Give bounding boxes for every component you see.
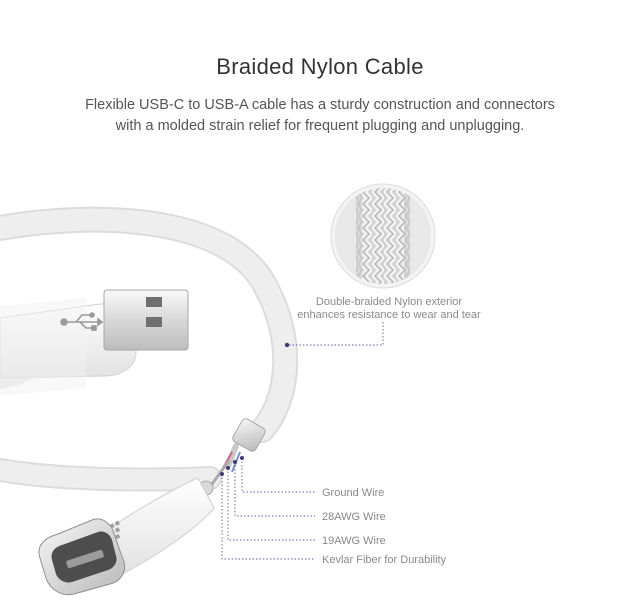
page-subtitle: Flexible USB-C to USB-A cable has a stur… <box>60 95 580 137</box>
leader-dots <box>220 342 290 476</box>
usb-trident-icon <box>60 312 104 331</box>
awg28-wire-label: 28AWG Wire <box>322 511 386 523</box>
subtitle-line-1: Flexible USB-C to USB-A cable has a stur… <box>85 97 555 113</box>
exterior-callout-line-2: enhances resistance to wear and tear <box>297 309 481 321</box>
cable-body <box>0 206 299 492</box>
exterior-callout-line-1: Double-braided Nylon exterior <box>316 296 462 308</box>
page-title: Braided Nylon Cable <box>216 54 424 79</box>
exposed-wires <box>198 418 266 496</box>
subtitle-line-2: with a molded strain relief for frequent… <box>115 118 525 134</box>
kevlar-fiber-label: Kevlar Fiber for Durability <box>322 554 447 566</box>
usb-a-connector <box>0 289 189 396</box>
awg19-wire-label: 19AWG Wire <box>322 535 386 547</box>
ground-wire-label: Ground Wire <box>322 487 384 499</box>
usb-c-connector <box>38 477 215 596</box>
braid-closeup <box>330 183 436 289</box>
leader-lines <box>221 322 384 560</box>
